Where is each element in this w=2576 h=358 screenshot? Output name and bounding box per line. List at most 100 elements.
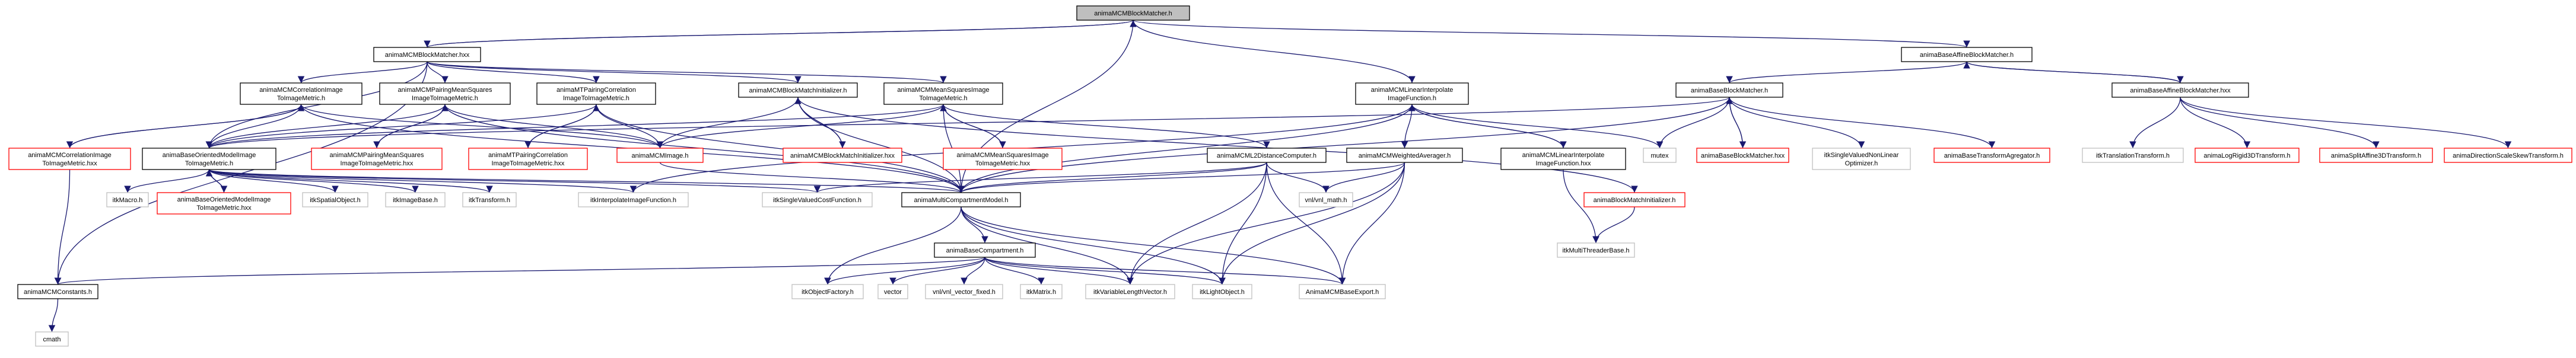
node-label: itkImageBase.h (393, 197, 438, 204)
node-box (877, 284, 908, 299)
node-box (738, 82, 858, 98)
node-box (1557, 242, 1635, 258)
edge-n20-to-n39 (1563, 169, 1599, 244)
edge-n18-to-n36 (958, 162, 1267, 193)
edge-n38-to-n39 (1592, 206, 1635, 244)
node-label: animaBaseCompartment.h (946, 247, 1024, 254)
node-animamcmweightedaverager-h[interactable]: animaMCMWeightedAverager.h (1346, 148, 1463, 163)
edges-layer (48, 20, 2512, 333)
node-itktransform-h: itkTransform.h (462, 192, 517, 207)
edge-n5-to-n15 (300, 104, 664, 149)
edge-n40-to-n48 (984, 257, 1346, 285)
node-itksinglevaluedcostfunction-h: itkSingleValuedCostFunction.h (762, 192, 873, 207)
edge-n1-to-n8 (427, 61, 802, 84)
node-itkvariablelengthvector-h: itkVariableLengthVector.h (1085, 284, 1175, 299)
node-label: itkSingleValuedCostFunction.h (773, 197, 861, 204)
node-box (934, 242, 1036, 258)
node-label: itkVariableLengthVector.h (1093, 289, 1167, 296)
node-box (106, 192, 149, 207)
node-itkmultithreaderbase-h: itkMultiThreaderBase.h (1557, 242, 1635, 258)
edge-n12-to-n34 (208, 169, 637, 193)
node-animalogrigid3dtransform-h[interactable]: animaLogRigid3DTransform.h (2195, 148, 2300, 163)
node-animamcml2distancecomputer-h[interactable]: animaMCML2DistanceComputer.h (1207, 148, 1327, 163)
edge-n18-to-n46 (1127, 162, 1267, 285)
edge-n36-to-n48 (961, 206, 1346, 285)
edge-n9-to-n15 (656, 104, 944, 149)
node-animablockmatchinitializer-h[interactable]: animaBlockMatchInitializer.h (1583, 192, 1685, 207)
node-animabaseblockmatcher-hxx[interactable]: animaBaseBlockMatcher.hxx (1696, 148, 1789, 163)
node-label: itkObjectFactory.h (802, 289, 854, 296)
node-vnl-vnl-vector-fixed-h: vnl/vnl_vector_fixed.h (925, 284, 1003, 299)
node-label: cmath (43, 336, 61, 343)
node-label: animaMCMWeightedAverager.h (1359, 152, 1451, 159)
node-box (379, 82, 511, 105)
edge-n18-to-n48 (1266, 162, 1346, 285)
node-cmath: cmath (35, 331, 69, 347)
node-animamcmblockmatcher-hxx[interactable]: animaMCMBlockMatcher.hxx (373, 47, 481, 62)
edge-n36-to-n47 (961, 206, 1226, 285)
node-label: vnl/vnl_vector_fixed.h (933, 289, 996, 296)
edge-n3-to-n21 (1411, 104, 1664, 149)
node-box (1500, 148, 1626, 170)
edge-n1-to-n5 (297, 61, 428, 84)
node-animabasecompartment-h[interactable]: animaBaseCompartment.h (934, 242, 1036, 258)
node-itkobjectfactory-h: itkObjectFactory.h (791, 284, 864, 299)
node-animamcmblockmatcher-h: animaMCMBlockMatcher.h (1076, 5, 1190, 21)
node-animabasetransformagregator-h[interactable]: animaBaseTransformAgregator.h (1933, 148, 2050, 163)
node-animamcmimage-h[interactable]: animaMCMImage.h (616, 148, 704, 163)
edge-n40-to-n46 (984, 257, 1134, 285)
edge-n40-to-n42 (824, 257, 985, 285)
node-animabaseblockmatcher-h[interactable]: animaBaseBlockMatcher.h (1675, 82, 1783, 98)
node-label: itkMultiThreaderBase.h (1562, 247, 1629, 254)
edge-n19-to-n36 (958, 162, 1405, 193)
edge-n15-to-n36 (659, 162, 965, 193)
node-box (373, 47, 481, 62)
edge-n18-to-n47 (1219, 162, 1267, 285)
node-animabaseaffineblockmatcher-h[interactable]: animaBaseAffineBlockMatcher.h (1901, 47, 2033, 62)
edge-n1-to-n0 (427, 20, 1137, 48)
edge-n40-to-n45 (984, 257, 1045, 285)
node-animamcmblockmatchinitializer-hxx[interactable]: animaMCMBlockMatchInitializer.hxx (783, 148, 902, 163)
node-animamcmconstants-h[interactable]: animaMCMConstants.h (17, 284, 98, 299)
node-vnl-vnl-math-h: vnl/vnl_math.h (1299, 192, 1353, 207)
edge-n10-to-n21 (1656, 97, 1730, 149)
node-animamulticompartmentmodel-h[interactable]: animaMultiCompartmentModel.h (901, 192, 1021, 207)
node-animadirectionscaleskewtransform-h[interactable]: animaDirectionScaleSkewTransform.h (2444, 148, 2572, 163)
node-label: animaDirectionScaleSkewTransform.h (2453, 152, 2564, 159)
node-box (385, 192, 446, 207)
edge-n41-to-n49 (48, 298, 59, 333)
edge-n5-to-n12 (205, 104, 302, 149)
edge-n19-to-n37 (1322, 162, 1405, 193)
node-box (311, 148, 443, 170)
node-animamcmblockmatchinitializer-h[interactable]: animaMCMBlockMatchInitializer.h (738, 82, 858, 98)
edge-n9-to-n12 (206, 104, 944, 149)
node-box (1192, 284, 1252, 299)
edge-n10-to-n36 (958, 97, 1730, 193)
node-box (1901, 47, 2033, 62)
node-box (791, 284, 864, 299)
node-label: itkLightObject.h (1200, 289, 1245, 296)
node-animasplitaffine3dtransform-h[interactable]: animaSplitAffine3DTransform.h (2319, 148, 2433, 163)
edge-n19-to-n48 (1338, 162, 1405, 285)
node-itkspatialobject-h: itkSpatialObject.h (302, 192, 368, 207)
node-animabaseaffineblockmatcher-hxx[interactable]: animaBaseAffineBlockMatcher.hxx (2111, 82, 2249, 98)
node-box (302, 192, 368, 207)
edge-n12-to-n33 (208, 169, 493, 193)
